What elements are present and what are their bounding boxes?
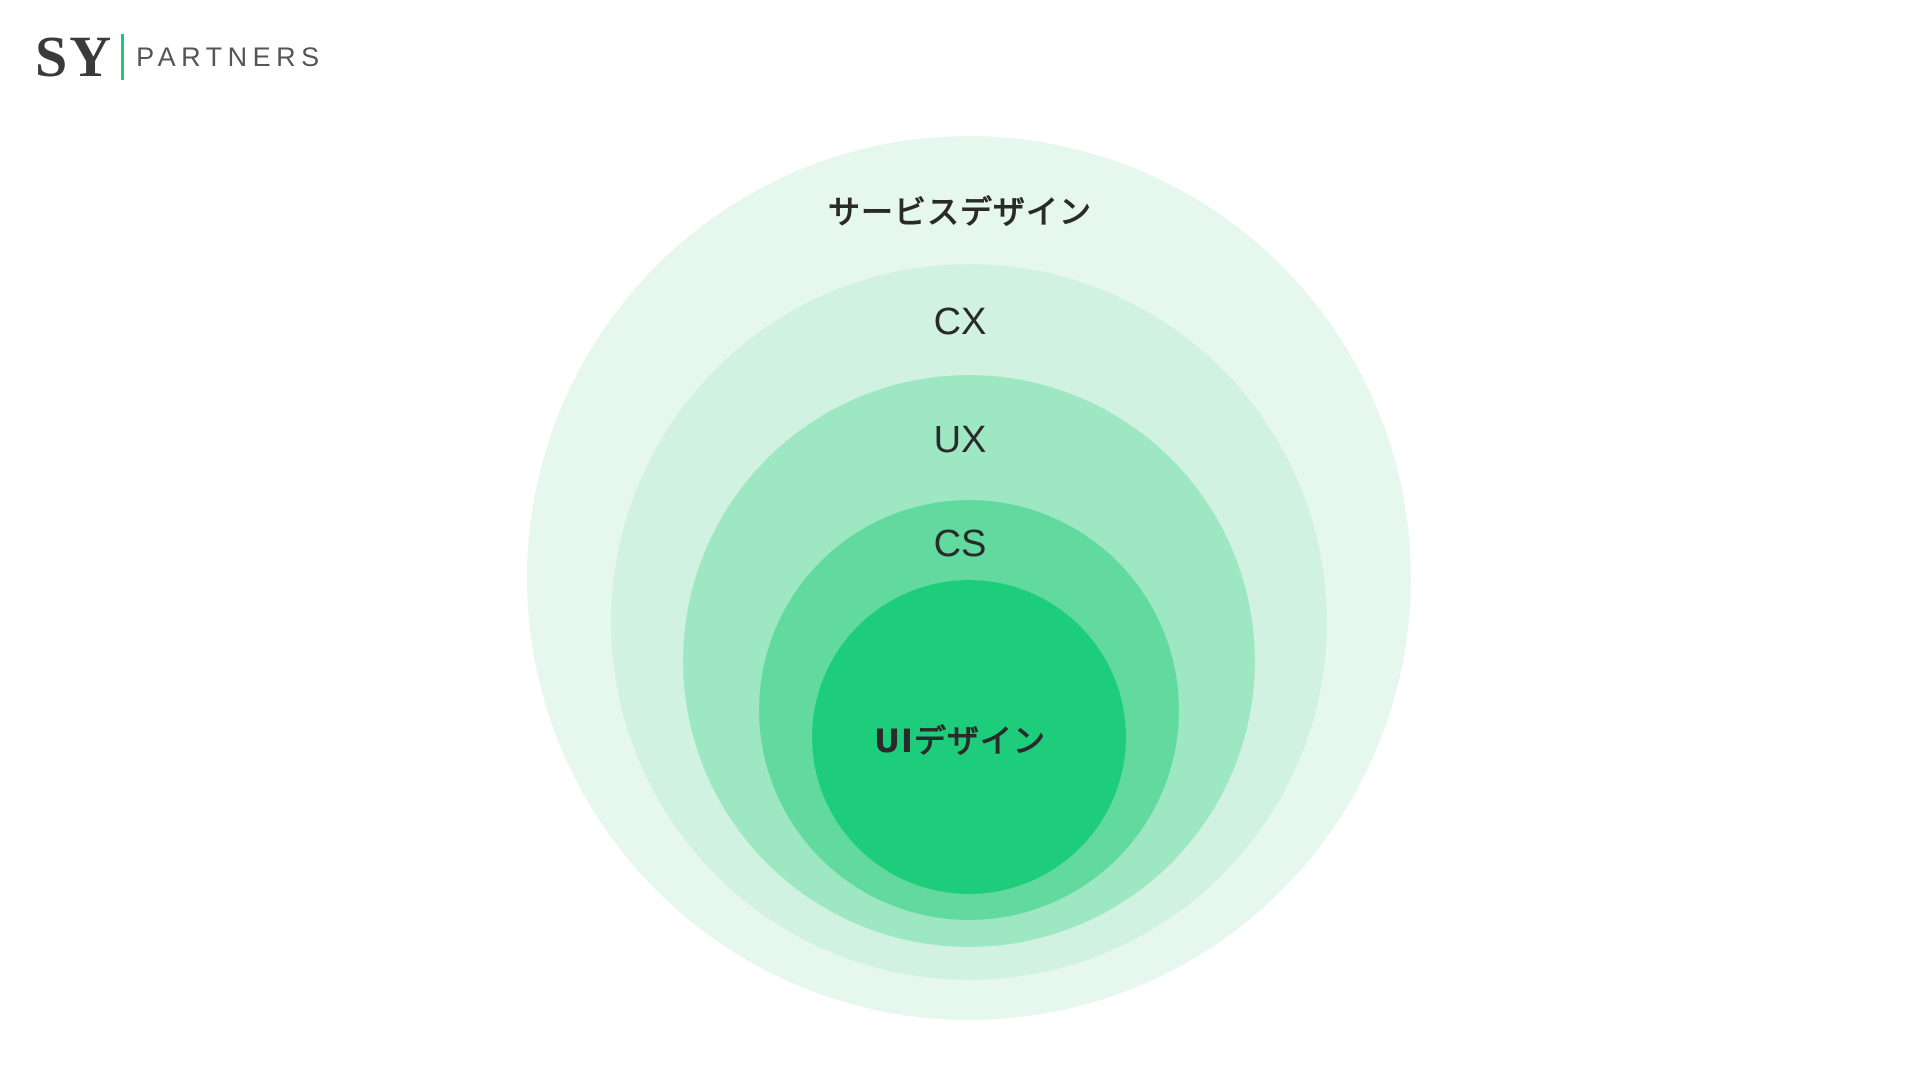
company-logo: SY PARTNERS [35,28,325,86]
label-service-design: サービスデザイン [827,193,1092,231]
logo-mark: SY [35,24,114,89]
label-cs: CS [933,523,987,565]
label-ux: UX [933,419,987,461]
logo-wordmark: PARTNERS [136,41,325,72]
logo-divider [121,34,125,80]
label-ui-design: UIデザイン [874,722,1046,760]
label-cx: CX [933,301,987,343]
circle-ui-design [812,580,1126,894]
